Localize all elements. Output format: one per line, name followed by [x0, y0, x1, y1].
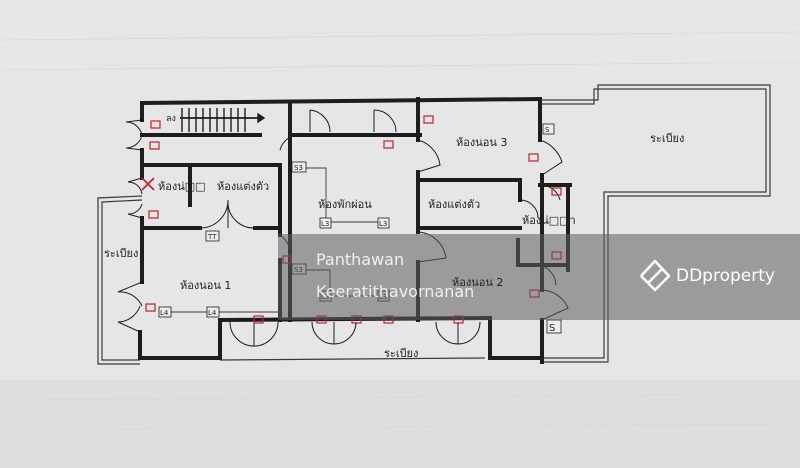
- s-bottom: S: [549, 323, 555, 334]
- outlet-marker: [149, 141, 160, 150]
- brand-name: DDproperty: [676, 266, 775, 286]
- balcony-right: ระเบียง: [650, 132, 684, 145]
- balcony-outlines: [97, 84, 771, 365]
- watermark-line-2: Keeratithavornanan: [316, 282, 474, 301]
- stair-label: ลง: [166, 114, 176, 124]
- lamp-l4b: L4: [208, 309, 217, 317]
- room-bedroom-2: ห้องนอน 2: [452, 276, 503, 289]
- lamp-l4a: L4: [160, 309, 169, 317]
- lamp-l3b: L3: [379, 220, 387, 228]
- s-top: S: [545, 126, 550, 134]
- room-bedroom-1: ห้องนอน 1: [180, 279, 231, 292]
- outlet-marker: [148, 210, 159, 219]
- lamp-l4b-box: [206, 306, 220, 318]
- house-logo-icon: [640, 259, 671, 292]
- outlet-marker: [383, 140, 394, 149]
- switch-s3a-box: [291, 161, 307, 173]
- room-bathroom-right: ห้องน่□□า: [522, 214, 576, 227]
- tv-tt-box: [205, 230, 220, 242]
- paper-shadow: [0, 380, 800, 468]
- paper-grid: [0, 31, 800, 431]
- balcony-left: ระเบียง: [104, 247, 138, 260]
- removed-outlet-cross: [141, 177, 155, 191]
- room-bathroom-top-left: ห้องน่□□: [158, 180, 206, 193]
- outlet-marker: [253, 315, 264, 324]
- switch-s3a: S3: [294, 164, 303, 172]
- watermark-line-1: Panthawan: [316, 250, 404, 269]
- outlet-marker: [528, 153, 539, 162]
- lamp-l3b-box: [377, 217, 390, 229]
- watermark-panel: [278, 234, 800, 320]
- room-dressing-left: ห้องแต่งตัว: [217, 180, 269, 193]
- lamp-l3a: L3: [321, 220, 329, 228]
- brand-logo: DDproperty: [640, 259, 775, 292]
- outlet-marker: [145, 303, 156, 312]
- room-dressing-right: ห้องแต่งตัว: [428, 198, 480, 211]
- outlet-marker: [423, 115, 434, 124]
- room-bedroom-3: ห้องนอน 3: [456, 136, 507, 149]
- room-living: ห้องพักผ่อน: [318, 198, 372, 211]
- tv-tt: TT: [207, 233, 217, 241]
- s-top-box: [542, 123, 555, 135]
- outlet-marker: [551, 187, 562, 196]
- staircase: [180, 108, 266, 132]
- outlet-marker: [150, 120, 161, 129]
- lamp-l4a-box: [158, 306, 172, 318]
- balcony-bottom: ระเบียง: [384, 347, 418, 360]
- lamp-l3a-box: [319, 217, 332, 229]
